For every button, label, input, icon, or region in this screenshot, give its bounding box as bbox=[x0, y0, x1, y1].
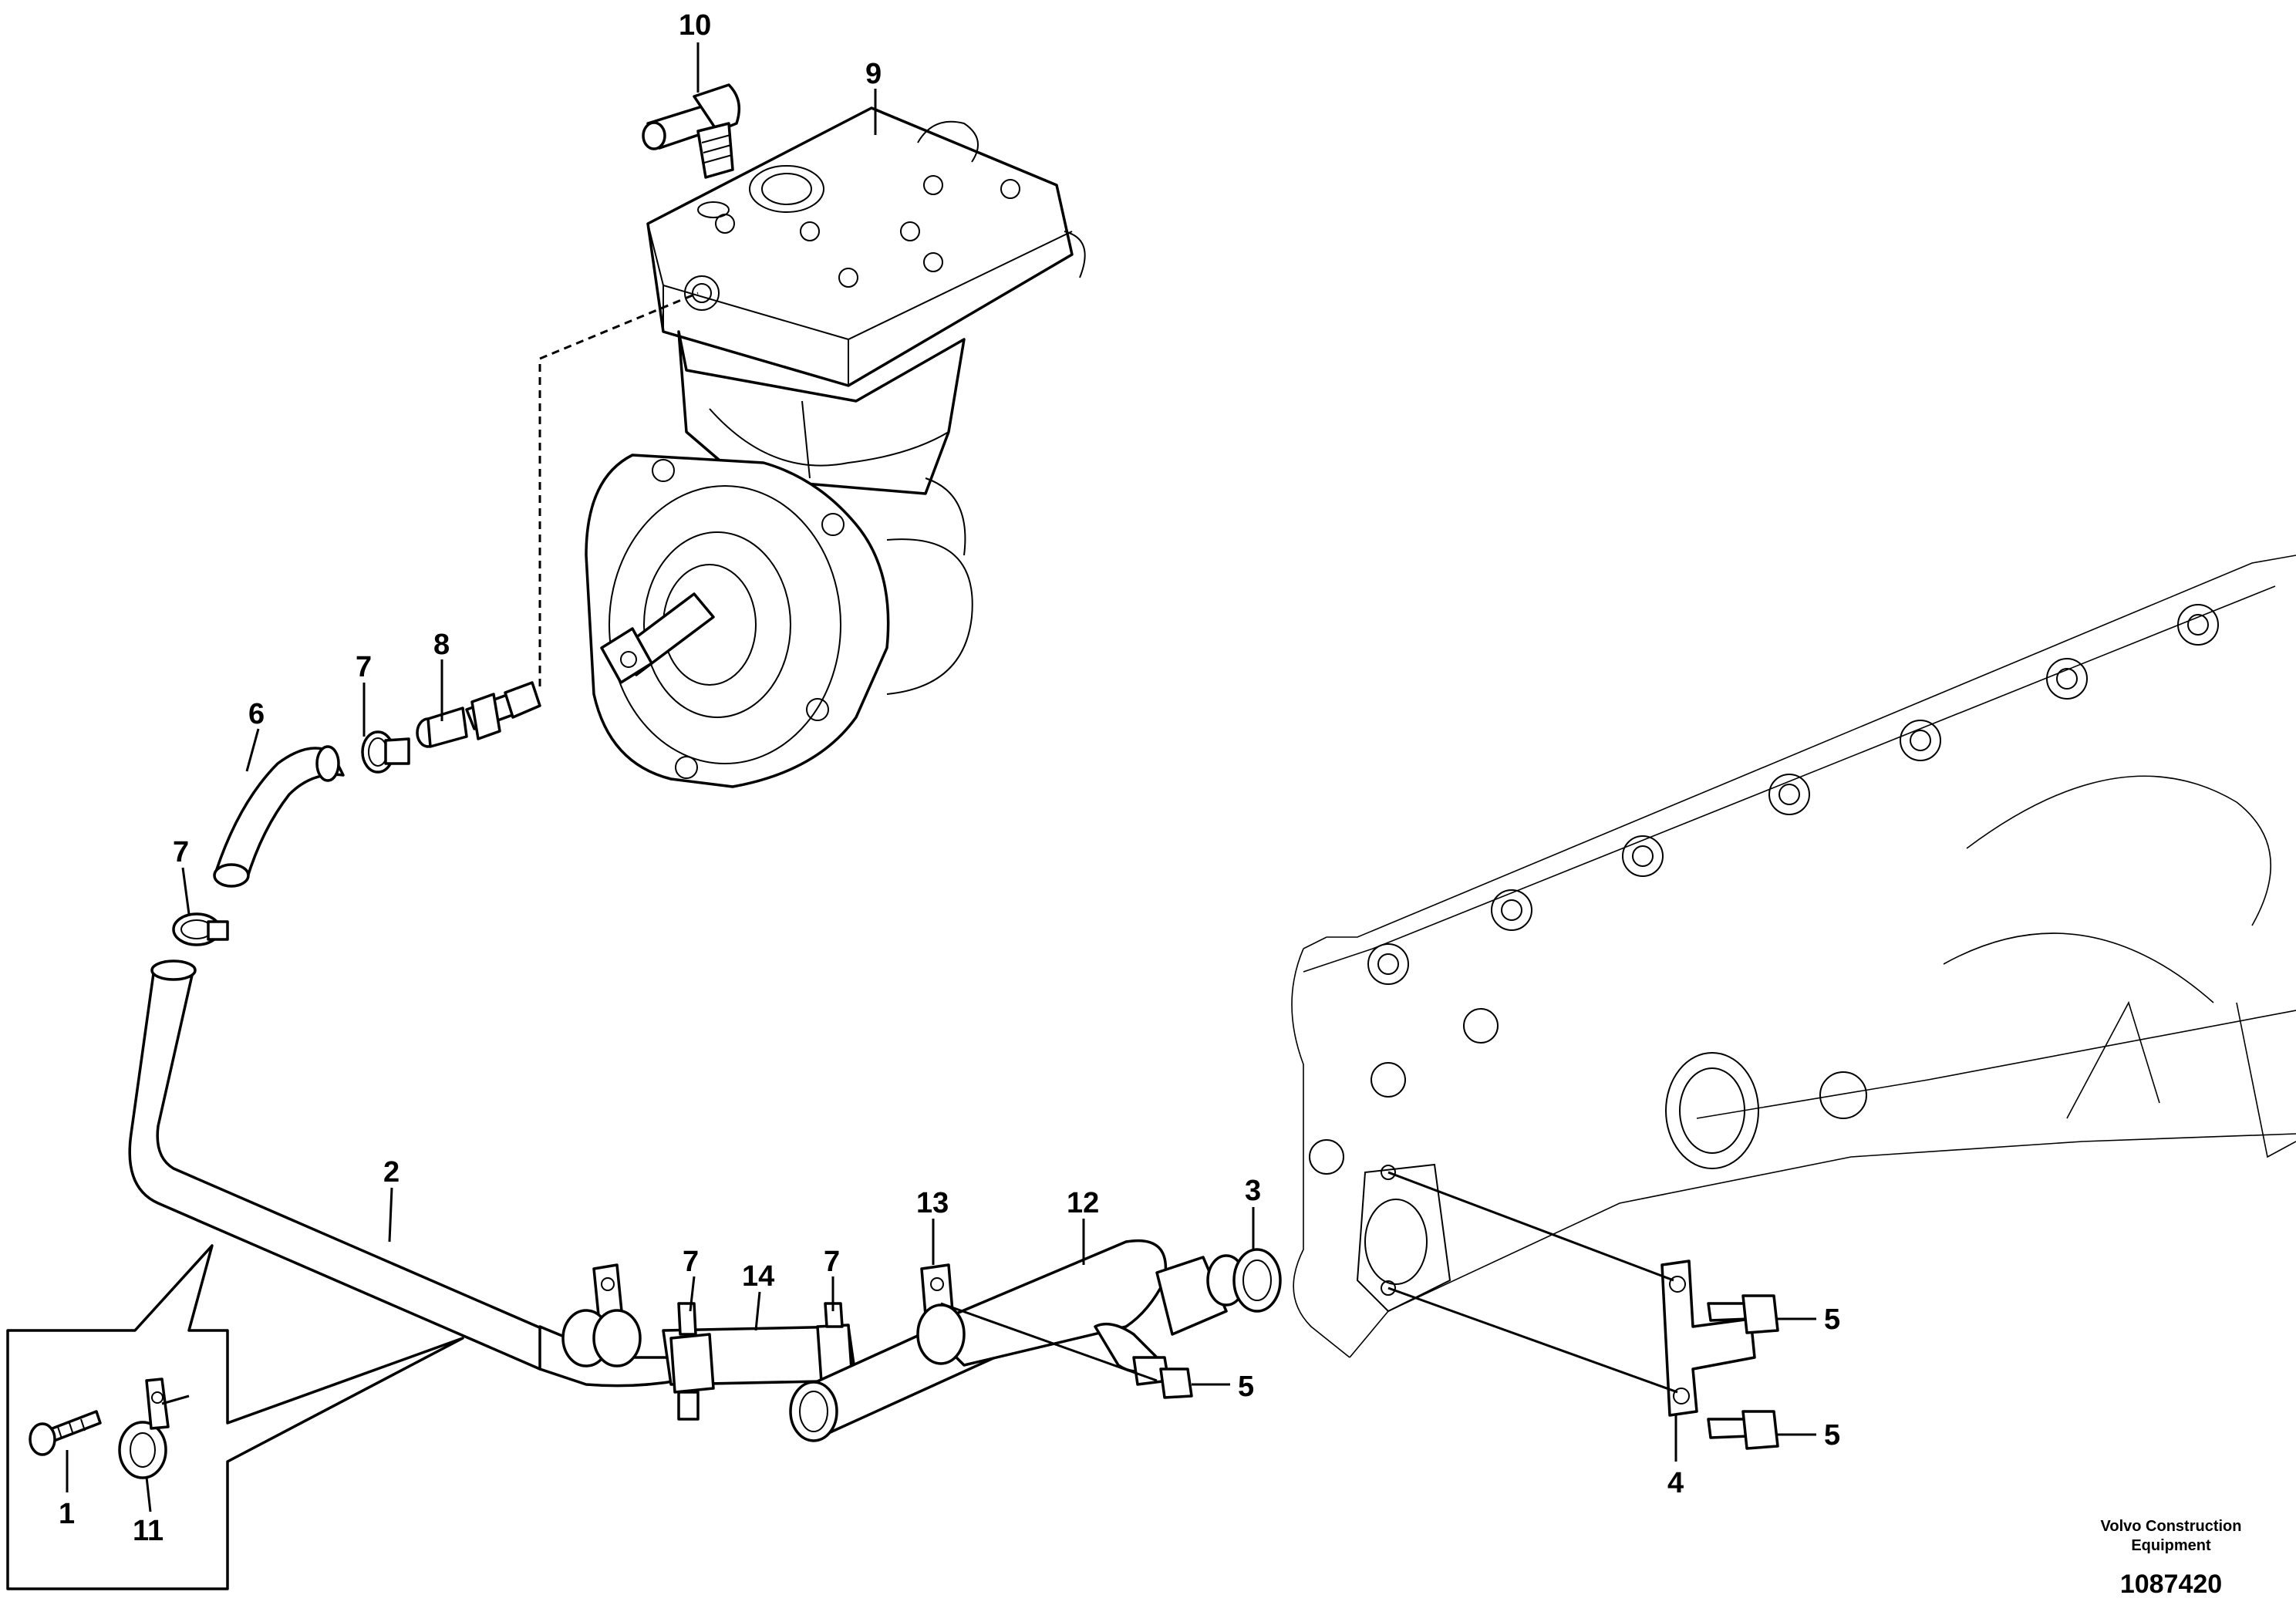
callout-3: 3 bbox=[1245, 1175, 1261, 1207]
callout-11: 11 bbox=[133, 1515, 164, 1547]
callout-8: 8 bbox=[433, 629, 450, 661]
publisher-line-1: Volvo Construction bbox=[2101, 1518, 2242, 1535]
callout-7-mid: 7 bbox=[683, 1246, 699, 1278]
hose-straight bbox=[662, 1302, 858, 1421]
callout-4: 4 bbox=[1667, 1467, 1684, 1499]
callout-6: 6 bbox=[248, 698, 265, 730]
callout-7-upper: 7 bbox=[356, 651, 372, 683]
callout-labels: 10 9 8 7 6 7 2 7 14 7 13 12 3 5 5 5 4 1 … bbox=[59, 9, 1840, 1547]
sealing-ring bbox=[1232, 1248, 1282, 1313]
document-number: 1087420 bbox=[2120, 1570, 2222, 1599]
callout-10: 10 bbox=[679, 9, 711, 42]
screws bbox=[1132, 1294, 1779, 1450]
bracket-flange bbox=[1660, 1259, 1756, 1417]
callout-13: 13 bbox=[916, 1187, 949, 1219]
engine-block-outline bbox=[1291, 555, 2296, 1358]
manifold-bosses bbox=[1309, 604, 2219, 1175]
hose-elbow bbox=[213, 745, 345, 888]
callout-12: 12 bbox=[1067, 1187, 1099, 1219]
callout-5-top: 5 bbox=[1824, 1303, 1840, 1336]
air-compressor bbox=[585, 106, 1086, 788]
elbow-fitting bbox=[642, 83, 741, 218]
callout-5-bottom: 5 bbox=[1824, 1419, 1840, 1452]
callout-5-lower: 5 bbox=[1238, 1371, 1254, 1403]
pipe-clips bbox=[561, 1263, 642, 1367]
fitting-nipple bbox=[416, 292, 699, 748]
callout-7-right: 7 bbox=[824, 1246, 840, 1278]
callout-1: 1 bbox=[59, 1498, 75, 1530]
pipe-bend bbox=[789, 1239, 1246, 1442]
publisher-line-2: Equipment bbox=[2131, 1537, 2211, 1554]
callout-9: 9 bbox=[865, 58, 882, 90]
callout-14: 14 bbox=[742, 1260, 774, 1293]
detail-inset bbox=[6, 1244, 464, 1590]
publisher-block: Volvo Construction Equipment 1087420 bbox=[2101, 1518, 2242, 1599]
clip-bracket bbox=[916, 1263, 966, 1365]
callout-2: 2 bbox=[383, 1156, 400, 1189]
hose-clamps bbox=[172, 730, 410, 946]
callout-7-left: 7 bbox=[173, 836, 189, 868]
leader-lines bbox=[66, 42, 1816, 1512]
